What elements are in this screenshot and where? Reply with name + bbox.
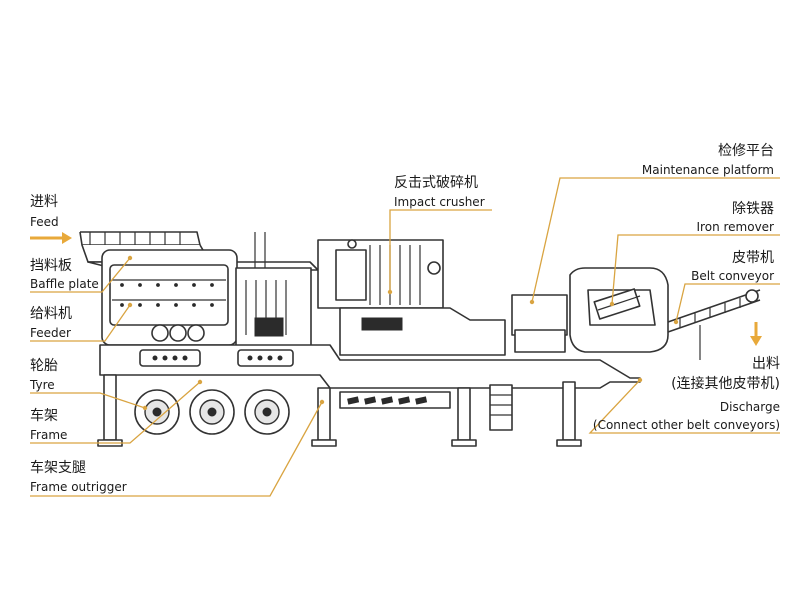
frame-label-cn: 车架	[30, 407, 58, 424]
leader-lines	[30, 177, 780, 497]
tyre-label-en: Tyre	[29, 378, 55, 392]
belt-label-en: Belt conveyor	[691, 269, 774, 283]
crusher-label-en: Impact crusher	[394, 195, 485, 209]
impact-crusher	[317, 239, 506, 356]
discharge-label-cn2: (连接其他皮带机)	[671, 375, 780, 392]
feed-label-en: Feed	[30, 215, 59, 229]
maintenance-label-cn: 检修平台	[718, 143, 774, 159]
discharge-label-en: Discharge	[720, 400, 780, 414]
frame-chassis	[99, 344, 641, 431]
belt-conveyor	[667, 289, 761, 360]
tyre-label-cn: 轮胎	[30, 358, 58, 374]
maintenance-platform	[511, 294, 568, 353]
iron-label-cn: 除铁器	[732, 201, 774, 217]
feed-arrow	[30, 232, 72, 244]
feeder-label-cn: 给料机	[30, 306, 72, 322]
crusher-label-cn: 反击式破碎机	[394, 175, 478, 191]
maintenance-label-en: Maintenance platform	[642, 163, 774, 177]
feeder-body	[101, 232, 312, 351]
labels-right: 反击式破碎机 Impact crusher 检修平台 Maintenance p…	[394, 143, 780, 432]
outrigger-label-en: Frame outrigger	[30, 480, 127, 494]
outrigger-label-cn: 车架支腿	[30, 459, 86, 476]
baffle-label-en: Baffle plate	[30, 277, 99, 291]
labels-left: 进料 Feed 挡料板 Baffle plate 给料机 Feeder 轮胎 T…	[29, 194, 127, 494]
feed-label-cn: 进料	[30, 194, 58, 210]
discharge-label-en2: (Connect other belt conveyors)	[593, 418, 780, 432]
feeder-label-en: Feeder	[30, 326, 71, 340]
frame-label-en: Frame	[30, 428, 67, 442]
frame-outriggers	[97, 374, 582, 447]
discharge-label-cn: 出料	[752, 356, 780, 372]
belt-label-cn: 皮带机	[732, 250, 774, 266]
mobile-crusher-machine	[79, 231, 761, 447]
iron-label-en: Iron remover	[697, 220, 775, 234]
discharge-arrow	[750, 322, 762, 346]
baffle-label-cn: 挡料板	[30, 258, 72, 274]
tyres	[134, 389, 290, 435]
conveyor-housing	[569, 267, 669, 353]
iron-remover	[593, 288, 641, 320]
